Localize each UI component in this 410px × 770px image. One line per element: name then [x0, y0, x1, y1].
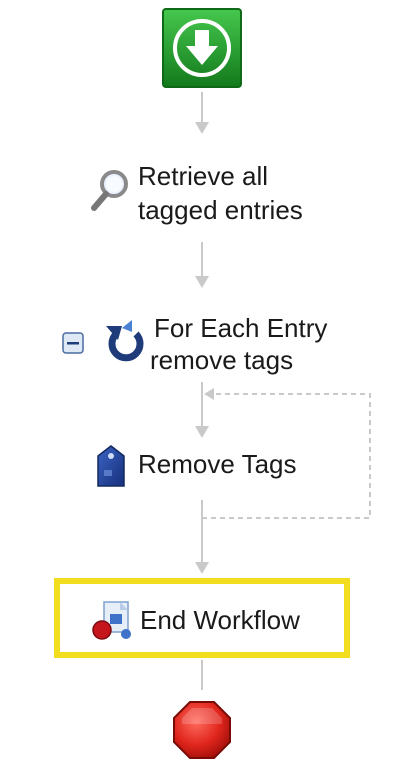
end-workflow-icon — [92, 601, 131, 640]
retrieve-label-line1: Retrieve all — [138, 161, 269, 191]
stop-node[interactable] — [172, 700, 232, 760]
connector-arrowhead — [195, 276, 209, 288]
connector-arrowhead — [195, 562, 209, 574]
step-end-workflow[interactable]: End Workflow — [54, 578, 350, 658]
start-node[interactable] — [162, 8, 242, 88]
tag-icon — [97, 445, 125, 487]
step-for-each-entry[interactable]: For Each Entry remove tags — [62, 310, 352, 382]
step-retrieve-tagged-entries[interactable]: Retrieve all tagged entries — [90, 158, 330, 230]
loop-arrow-icon — [106, 320, 144, 362]
minus-collapse-icon[interactable] — [62, 332, 84, 354]
start-arrow-down-icon — [162, 8, 242, 88]
stop-octagon-icon — [173, 701, 231, 759]
remove-tags-label: Remove Tags — [138, 449, 297, 479]
foreach-label-line2: remove tags — [150, 345, 294, 375]
magnifier-search-icon — [91, 170, 128, 211]
step-remove-tags[interactable]: Remove Tags — [90, 440, 320, 492]
retrieve-label-line2: tagged entries — [138, 195, 303, 225]
loop-back-connector — [202, 393, 371, 519]
end-workflow-label: End Workflow — [140, 605, 300, 635]
connector-arrowhead — [195, 122, 209, 134]
foreach-label-line1: For Each Entry — [154, 313, 328, 343]
connector-arrowhead — [195, 426, 209, 438]
loop-back-arrowhead — [204, 388, 214, 400]
